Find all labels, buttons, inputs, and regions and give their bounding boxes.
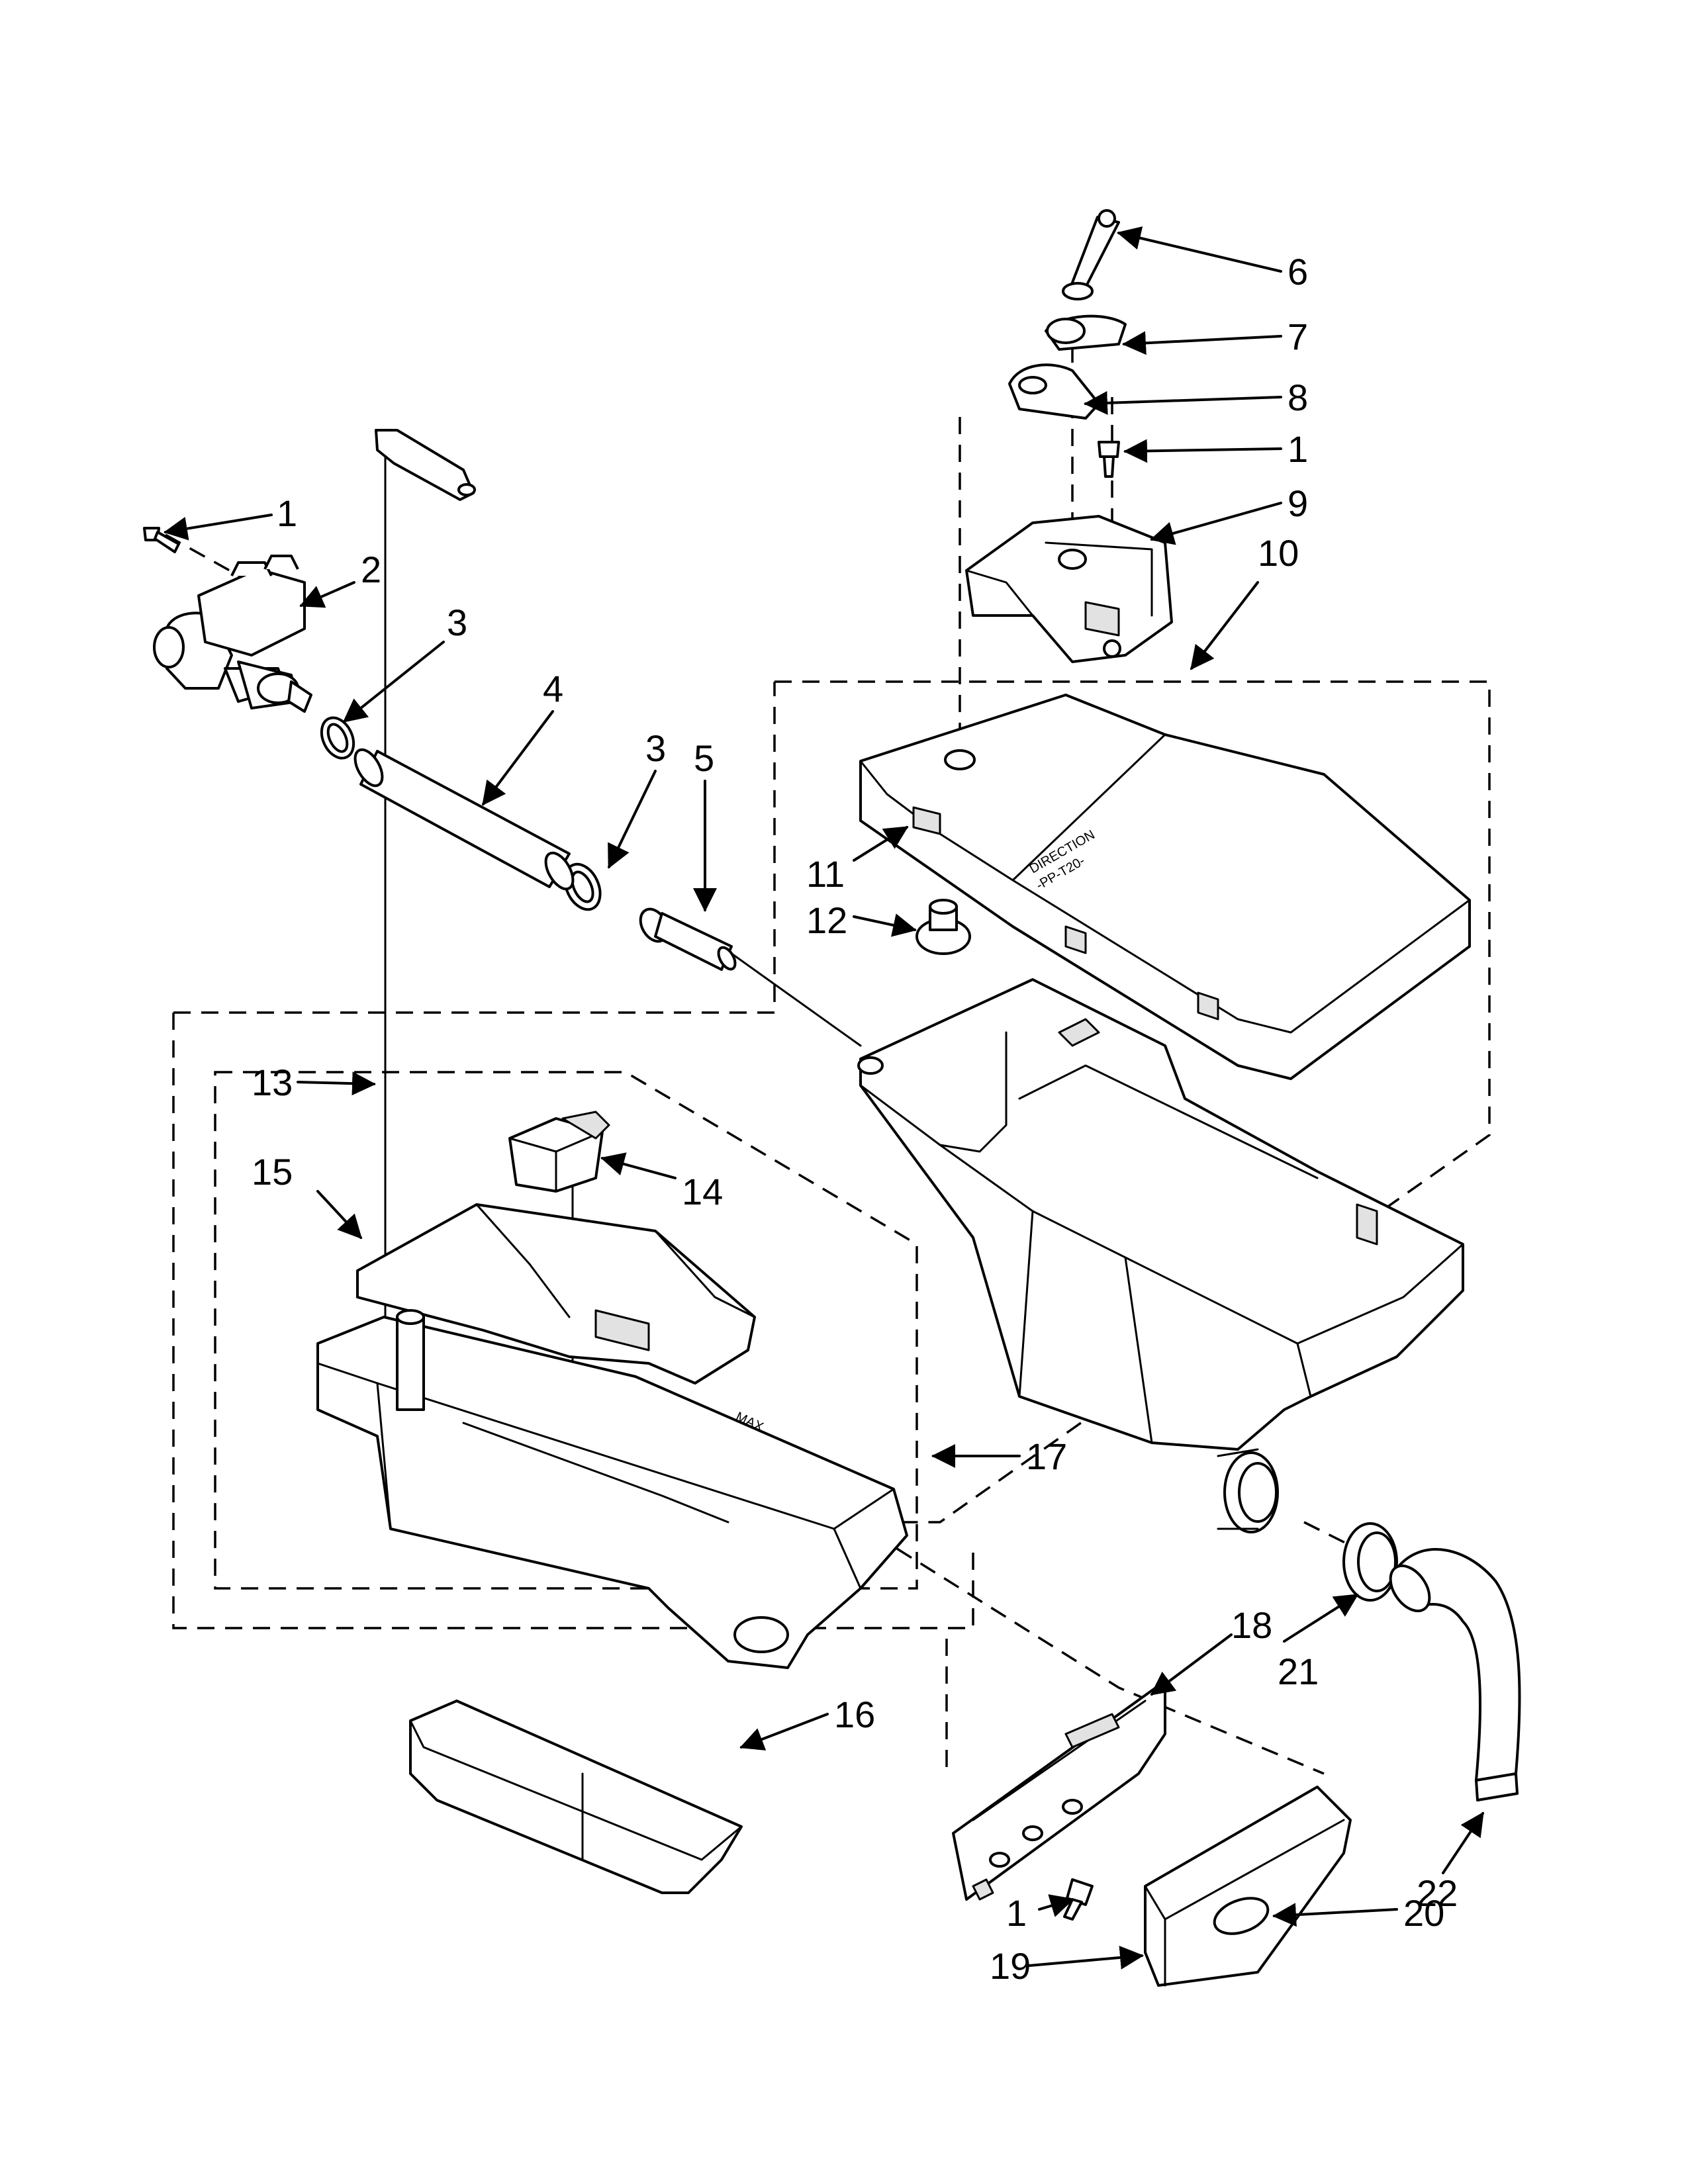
part-15-drawer-insert xyxy=(356,1203,756,1385)
assembly-line-drawer-hopper xyxy=(896,1547,1325,1775)
part-22-drain-hose xyxy=(1389,1548,1521,1801)
callout-11: 11 xyxy=(806,853,845,895)
assembly-line-outlet xyxy=(1303,1521,1364,1553)
callout-16: 16 xyxy=(834,1694,875,1735)
callout-14: 14 xyxy=(682,1171,723,1212)
callout-labels: 6 7 8 1 9 10 1 2 3 4 3 5 11 12 13 15 14 … xyxy=(252,251,1458,1987)
part-21-ring xyxy=(1342,1522,1398,1602)
part-13-clip xyxy=(375,429,476,501)
callout-6: 6 xyxy=(1288,251,1308,293)
part-1-screw-pump xyxy=(1098,441,1120,478)
callout-20: 20 xyxy=(1403,1892,1444,1934)
part-20-label xyxy=(1213,1897,1270,1935)
part-6-link-arm xyxy=(1062,209,1120,300)
part-16-tray xyxy=(409,1700,743,1894)
part-17-drawer: MAX xyxy=(316,1309,908,1669)
part-2-water-valve xyxy=(153,555,312,713)
part-9-actuator xyxy=(965,515,1173,663)
part-3-hose-clamp-1 xyxy=(320,716,355,760)
callout-1: 1 xyxy=(1288,428,1308,470)
callout-1: 1 xyxy=(277,492,297,534)
part-14-cup xyxy=(508,1111,610,1193)
callout-17: 17 xyxy=(1026,1435,1067,1477)
callout-15: 15 xyxy=(252,1151,293,1193)
assembly-line-hose xyxy=(720,945,862,1047)
part-10-housing xyxy=(857,978,1464,1533)
part-4-hose xyxy=(353,748,575,891)
callout-4: 4 xyxy=(543,668,563,709)
callout-22: 22 xyxy=(1417,1872,1458,1914)
leader-arrows xyxy=(164,226,1484,1970)
callout-8: 8 xyxy=(1288,377,1308,418)
callout-3: 3 xyxy=(447,602,467,643)
part-12-cap xyxy=(915,899,971,955)
callout-13: 13 xyxy=(252,1062,293,1103)
callout-1: 1 xyxy=(1006,1892,1027,1934)
callout-18: 18 xyxy=(1231,1604,1272,1646)
group-boundary-17 xyxy=(172,682,974,1629)
callout-21: 21 xyxy=(1278,1651,1319,1692)
part-11-lid: DIRECTION -PP-T20- xyxy=(859,694,1471,1080)
part-18-bracket xyxy=(952,1680,1166,1901)
part-19-cover xyxy=(1144,1786,1352,1987)
callout-9: 9 xyxy=(1288,482,1308,524)
part-8-gasket-plate xyxy=(1008,363,1100,420)
callout-3: 3 xyxy=(645,727,666,769)
callout-19: 19 xyxy=(990,1945,1031,1987)
group-boundary-15 xyxy=(214,1071,918,1590)
part-5-nozzle xyxy=(639,907,737,971)
part-1-screw-valve xyxy=(143,527,180,553)
callout-10: 10 xyxy=(1258,532,1299,574)
callout-12: 12 xyxy=(806,899,847,941)
callout-7: 7 xyxy=(1288,316,1308,357)
callout-5: 5 xyxy=(694,737,714,779)
part-7-cam-plate xyxy=(1045,314,1127,351)
assembly-line-screw-valve xyxy=(165,533,247,581)
callout-2: 2 xyxy=(361,549,381,590)
